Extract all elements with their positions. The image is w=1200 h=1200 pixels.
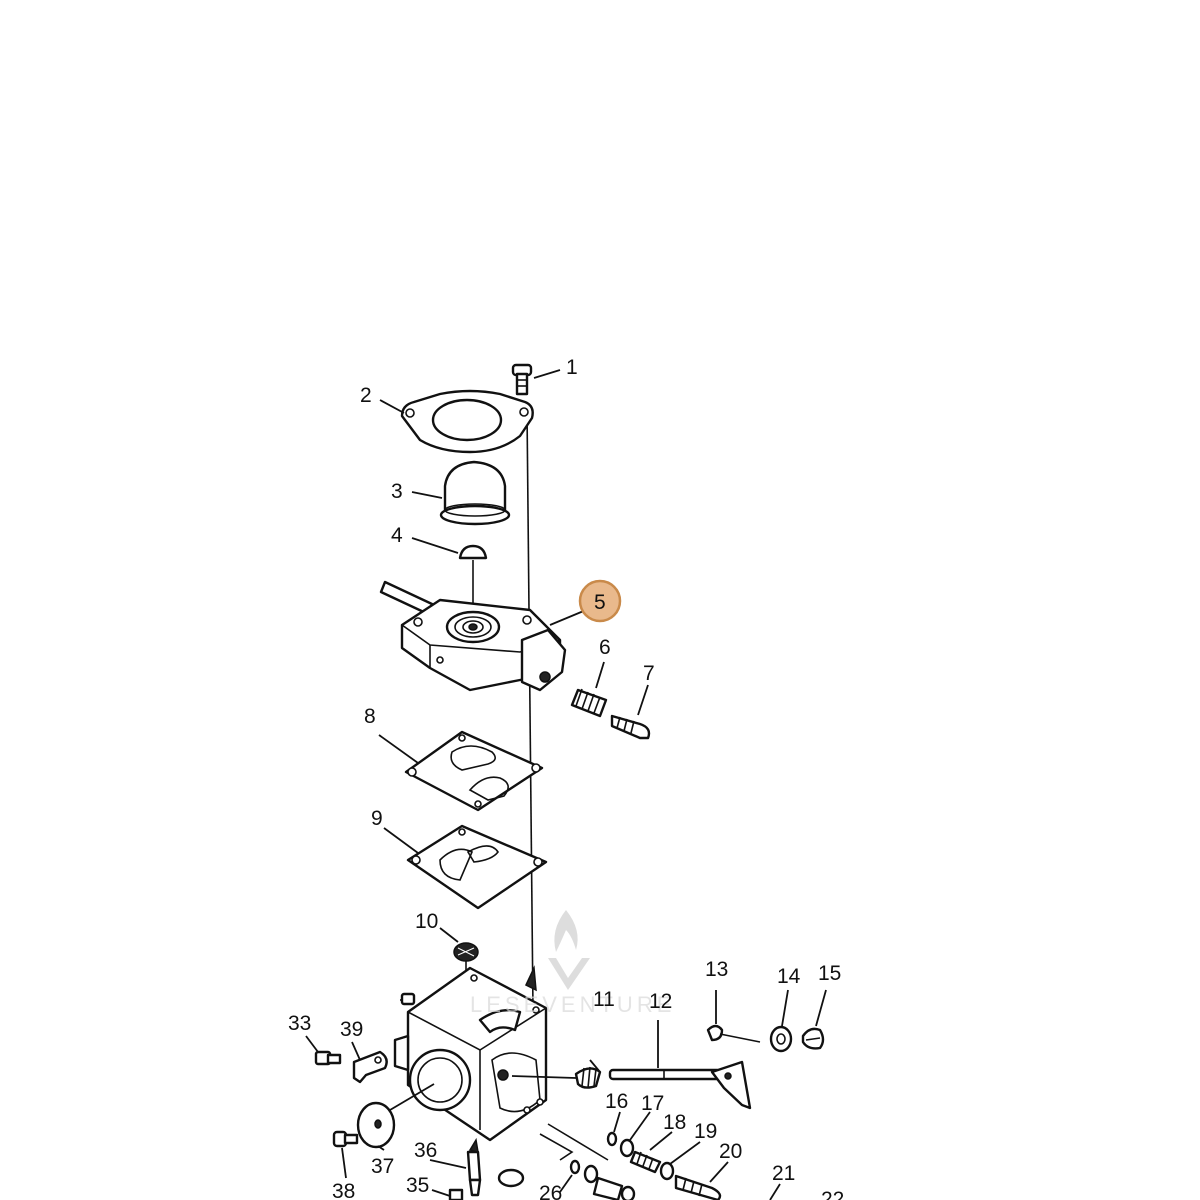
- bottom-fitting[interactable]: [497, 1123, 609, 1188]
- callout-labels: 1 2 3 4 5 6 7 8 9 10 11 12 13 14 15 16 1…: [288, 356, 844, 1200]
- carburetor-body[interactable]: [393, 965, 548, 1142]
- label-16[interactable]: 16: [605, 1090, 628, 1113]
- label-6[interactable]: 6: [599, 636, 611, 659]
- label-39[interactable]: 39: [340, 1018, 363, 1041]
- label-20[interactable]: 20: [719, 1140, 742, 1163]
- assembly-guide-line: [526, 409, 534, 1011]
- label-2[interactable]: 2: [360, 384, 372, 407]
- highlight-circle-5: [578, 579, 622, 623]
- part-35-pin[interactable]: [448, 1188, 464, 1200]
- part-12-throttle-shaft[interactable]: [608, 1060, 752, 1110]
- part-6-spring[interactable]: [570, 688, 608, 718]
- label-37[interactable]: 37: [371, 1155, 394, 1178]
- label-36[interactable]: 36: [414, 1139, 437, 1162]
- leader-lines: [305, 369, 827, 1200]
- part-15-screw[interactable]: [801, 1027, 825, 1050]
- label-26[interactable]: 26: [539, 1182, 562, 1200]
- watermark-logo: LESEVENTURE: [470, 910, 675, 1017]
- label-1[interactable]: 1: [566, 356, 578, 379]
- part-39-lever[interactable]: [352, 1050, 388, 1084]
- label-10[interactable]: 10: [415, 910, 438, 933]
- label-38[interactable]: 38: [332, 1180, 355, 1200]
- part-5-pump-body[interactable]: [379, 580, 567, 692]
- part-36-needle[interactable]: [466, 1137, 482, 1197]
- part-19-washer[interactable]: [659, 1161, 675, 1181]
- label-12[interactable]: 12: [649, 990, 672, 1013]
- label-15[interactable]: 15: [818, 962, 841, 985]
- part-9-diaphragm[interactable]: [406, 824, 548, 910]
- part-16-o-ring[interactable]: [606, 1131, 618, 1147]
- label-8[interactable]: 8: [364, 705, 376, 728]
- label-3[interactable]: 3: [391, 480, 403, 503]
- part-26-o-ring[interactable]: [569, 1159, 636, 1200]
- part-37-disc[interactable]: [356, 1101, 396, 1149]
- part-14-washer[interactable]: [769, 1025, 793, 1053]
- watermark-text: LESEVENTURE: [470, 992, 675, 1017]
- label-17[interactable]: 17: [641, 1092, 664, 1115]
- part-38-screw[interactable]: [332, 1130, 359, 1148]
- part-33-screw[interactable]: [314, 1050, 342, 1066]
- part-11-throttle-spring[interactable]: [511, 1059, 602, 1089]
- part-17-washer[interactable]: [619, 1138, 635, 1158]
- label-35[interactable]: 35: [406, 1174, 429, 1197]
- part-7-adjusting-screw[interactable]: [610, 714, 651, 740]
- part-20-needle[interactable]: [674, 1174, 722, 1200]
- label-9[interactable]: 9: [371, 807, 383, 830]
- label-13[interactable]: 13: [705, 958, 728, 981]
- part-18-spring[interactable]: [629, 1150, 662, 1174]
- label-21[interactable]: 21: [772, 1162, 795, 1185]
- part-1-screw[interactable]: [511, 363, 533, 396]
- label-14[interactable]: 14: [777, 965, 801, 988]
- part-8-gasket[interactable]: [404, 730, 544, 812]
- label-5[interactable]: 5: [594, 591, 606, 614]
- label-33[interactable]: 33: [288, 1012, 311, 1035]
- label-4[interactable]: 4: [391, 524, 403, 547]
- label-22[interactable]: 22: [821, 1188, 844, 1200]
- part-2-cover[interactable]: [400, 389, 534, 454]
- label-19[interactable]: 19: [694, 1120, 717, 1143]
- label-18[interactable]: 18: [663, 1111, 686, 1134]
- part-13-e-clip[interactable]: [706, 1024, 761, 1043]
- part-3-primer-bulb[interactable]: [439, 460, 511, 526]
- label-11[interactable]: 11: [593, 988, 615, 1011]
- label-7[interactable]: 7: [643, 662, 655, 685]
